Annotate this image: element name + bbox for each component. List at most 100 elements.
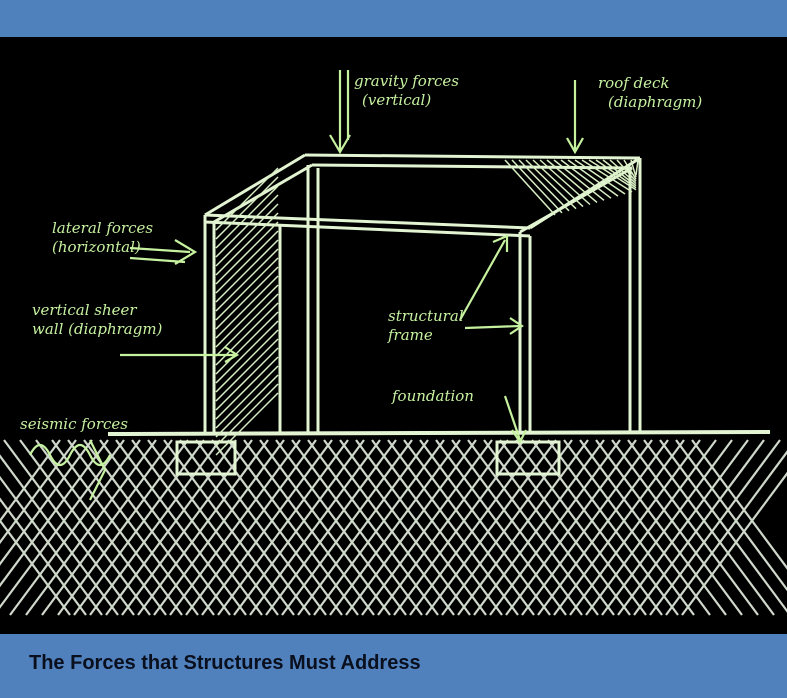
hatch-stroke — [457, 439, 589, 616]
hatch-stroke — [585, 439, 717, 616]
label-roof-deck: roof deck(diaphragm) — [598, 74, 703, 111]
label-seismic-forces: seismic forces — [20, 415, 128, 433]
foundation-arrow-icon — [503, 395, 527, 445]
hatch-stroke — [377, 439, 509, 616]
hatch-stroke — [249, 439, 381, 616]
hatch-stroke — [409, 439, 541, 616]
hatch-stroke — [553, 439, 685, 616]
hatch-stroke — [511, 159, 563, 214]
hatch-stroke — [617, 439, 749, 616]
hatch-stroke — [9, 439, 141, 616]
hatch-stroke — [505, 439, 637, 616]
shear-wall-arrow-icon — [120, 346, 240, 363]
hatch-stroke — [0, 439, 93, 566]
hatch-stroke — [215, 365, 279, 429]
hatch-stroke — [3, 439, 135, 616]
hatch-stroke — [691, 439, 787, 570]
hatch-stroke — [215, 284, 279, 348]
roof-deck-arrow-icon — [566, 80, 584, 155]
hatch-stroke — [537, 439, 669, 616]
hatch-stroke — [595, 439, 727, 616]
hatch-stroke — [515, 439, 647, 616]
hatch-stroke — [307, 439, 439, 616]
seismic-wave-icon — [29, 439, 111, 501]
hatch-stroke — [215, 266, 279, 330]
hatch-stroke — [635, 159, 639, 176]
hatch-stroke — [345, 439, 477, 616]
hatch-stroke — [297, 439, 429, 616]
hatch-stroke — [601, 439, 733, 616]
hatch-stroke — [504, 159, 556, 216]
annotation-arrows — [29, 70, 584, 501]
hatch-stroke — [0, 439, 61, 523]
hatch-stroke — [215, 374, 279, 438]
hatch-stroke — [403, 439, 535, 616]
hatch-stroke — [355, 439, 487, 616]
hatch-stroke — [291, 439, 423, 616]
hatch-stroke — [89, 439, 221, 616]
hatch-stroke — [329, 439, 461, 616]
hatch-stroke — [313, 439, 445, 616]
frame-arrow-upper-icon — [459, 234, 509, 321]
foundation-left — [175, 440, 237, 476]
hatch-stroke — [51, 439, 183, 616]
hatch-stroke — [215, 221, 279, 285]
hatch-stroke — [419, 439, 551, 616]
hatch-stroke — [153, 439, 285, 616]
label-gravity-forces: gravity forces(vertical) — [354, 72, 459, 109]
structure-sketch: gravity forces(vertical) roof deck(diaph… — [0, 37, 787, 634]
hatch-stroke — [567, 159, 619, 197]
hatch-stroke — [265, 439, 397, 616]
hatch-stroke — [163, 439, 295, 616]
hatch-stroke — [215, 320, 279, 384]
roof-deck-hatching — [504, 159, 639, 216]
ground-hatching — [0, 439, 787, 616]
hatch-stroke — [35, 439, 167, 616]
hatch-stroke — [243, 439, 375, 616]
hatch-stroke — [435, 439, 567, 616]
hatch-stroke — [215, 185, 279, 249]
hatch-stroke — [131, 439, 263, 616]
hatch-stroke — [215, 275, 279, 339]
hatch-stroke — [630, 159, 637, 178]
hatch-stroke — [201, 439, 333, 616]
gravity-arrow-icon — [329, 70, 351, 155]
lateral-arrow-icon — [129, 239, 198, 265]
hatch-stroke — [169, 439, 301, 616]
hatch-stroke — [483, 439, 615, 616]
hatch-stroke — [665, 450, 787, 616]
hatch-stroke — [217, 439, 349, 616]
caption-bar: The Forces that Structures Must Address — [0, 634, 787, 698]
hatch-stroke — [215, 338, 279, 402]
hatch-stroke — [41, 439, 173, 616]
hatch-stroke — [521, 439, 653, 616]
label-foundation: foundation — [392, 387, 474, 405]
hatch-stroke — [195, 439, 327, 616]
hatch-stroke — [361, 439, 493, 616]
back-top-beam — [304, 153, 641, 160]
hatch-stroke — [215, 194, 279, 258]
front-top-beam — [204, 213, 531, 230]
hatch-stroke — [215, 176, 279, 240]
hatch-stroke — [518, 159, 570, 212]
hatch-stroke — [675, 439, 787, 592]
hatch-stroke — [563, 439, 695, 616]
hatch-stroke — [425, 439, 557, 616]
hatch-stroke — [649, 439, 781, 616]
hatch-stroke — [0, 439, 77, 545]
hatch-stroke — [121, 439, 253, 616]
hatch-stroke — [581, 159, 633, 193]
frame-arrow-right-icon — [464, 317, 524, 335]
hatch-stroke — [473, 439, 605, 616]
hatch-stroke — [579, 439, 711, 616]
hatch-stroke — [215, 230, 279, 294]
hatch-stroke — [115, 439, 247, 616]
hatch-stroke — [659, 439, 787, 613]
hatch-stroke — [215, 329, 279, 393]
hatch-stroke — [215, 392, 279, 456]
hatch-stroke — [0, 439, 109, 588]
hatch-stroke — [215, 212, 279, 276]
hatch-stroke — [99, 439, 231, 616]
hatch-stroke — [215, 293, 279, 357]
hatch-stroke — [539, 159, 591, 206]
